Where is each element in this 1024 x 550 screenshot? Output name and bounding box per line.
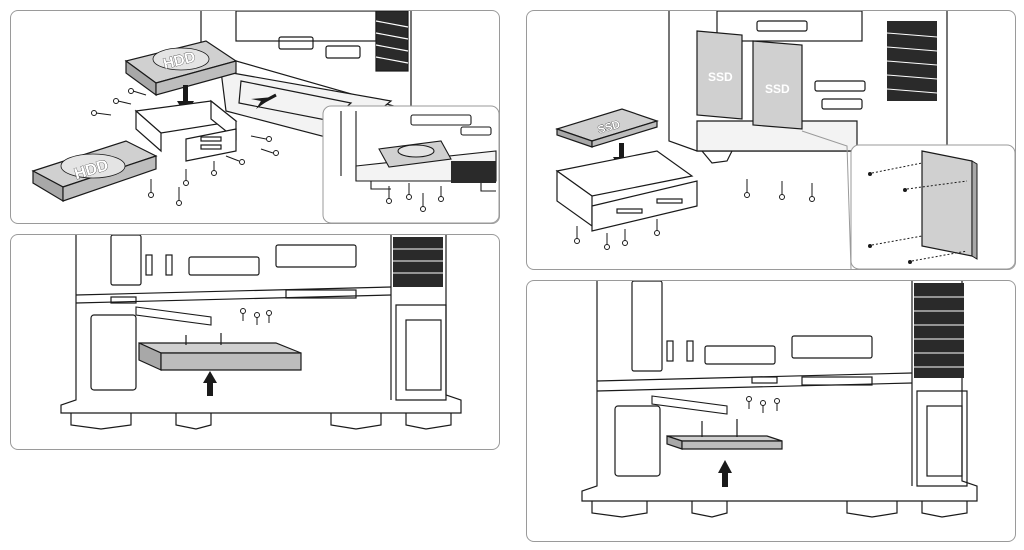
ssd-cage-with-drive [666,419,783,450]
ssd-mount-right-label: SSD [765,82,790,96]
arrow-up-icon [203,371,217,396]
ssd-mount-left-label: SSD [708,70,733,84]
drive-cage-with-hdd [138,333,302,371]
panel-hdd-cage-install: HDD [10,10,500,224]
inset-installed-cage [322,105,499,223]
ssd-mounted-right: SSD [752,40,803,130]
drive-cage-bracket [134,99,238,162]
ssd-slide-diagram [581,281,978,518]
ssd-drive: SSD [555,108,659,148]
rear-vent-grill [886,21,938,101]
rear-vent-grill [393,237,443,287]
ssd-bracket [555,150,698,232]
panel-ssd-install: SSD SSD SSD [526,10,1016,270]
hdd-cage-diagram: HDD [31,11,499,223]
screws-hdd-cage [91,88,279,206]
inset-grill [451,161,496,183]
rear-vent-grill [375,11,409,72]
hdd-top-drive: HDD [124,40,238,97]
ssd-install-diagram: SSD SSD SSD [555,11,1015,269]
hdd-slide-diagram [60,235,462,430]
rear-vent-grill [914,283,964,378]
hdd-bottom-drive: HDD [31,140,158,203]
panel-hdd-cage-slide-in [10,234,500,450]
inset-ssd-screws [801,130,1015,269]
arrow-up-icon [718,460,732,487]
panel-ssd-cage-slide-in [526,280,1016,542]
ssd-mounted-left: SSD [696,30,743,120]
screws-ssd-bracket [574,179,815,250]
